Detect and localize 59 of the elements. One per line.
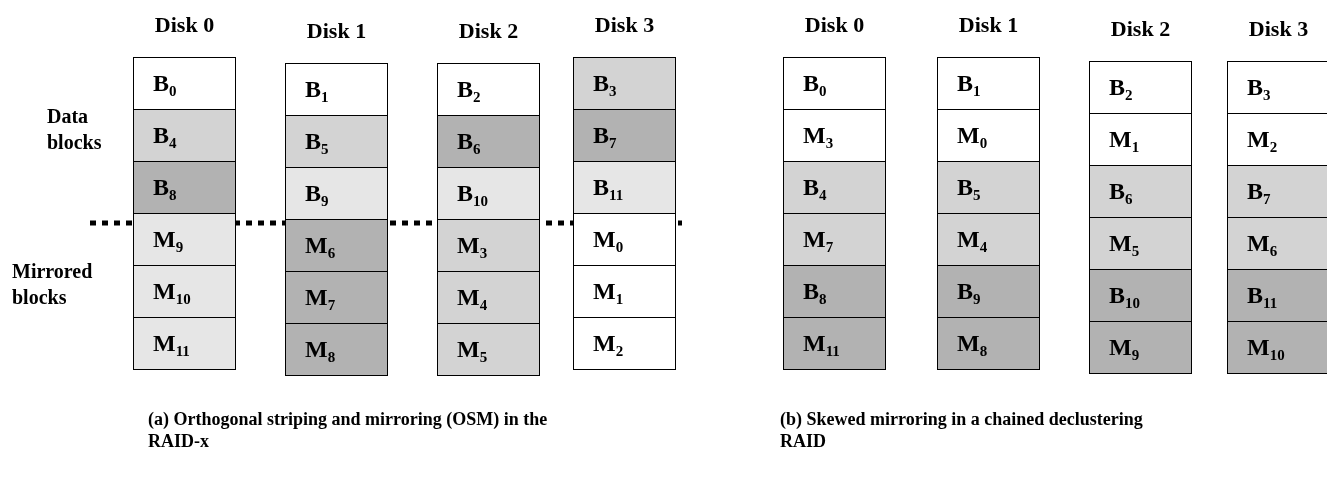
block-cell: B$_{5}$ — [285, 115, 388, 168]
block-cell: M$_{11}$ — [783, 317, 886, 370]
block-cell: B$_{9}$ — [937, 265, 1040, 318]
block-cell: B$_{8}$ — [133, 161, 236, 214]
side-label: Mirrored blocks — [12, 259, 94, 310]
block-cell: B$_{8}$ — [783, 265, 886, 318]
block-cell: B$_{3}$ — [1227, 61, 1327, 114]
block-cell: B$_{7}$ — [1227, 165, 1327, 218]
block-cell: M$_{5}$ — [437, 323, 540, 376]
disk-heading: Disk 2 — [1109, 15, 1172, 43]
block-cell: M$_{6}$ — [285, 219, 388, 272]
block-cell: B$_{11}$ — [573, 161, 676, 214]
block-cell: B$_{4}$ — [783, 161, 886, 214]
block-cell: B$_{0}$ — [783, 57, 886, 110]
caption: (a) Orthogonal striping and mirroring (OSM) in the RAID-x — [148, 408, 549, 452]
block-cell: B$_{1}$ — [937, 57, 1040, 110]
block-cell: B$_{11}$ — [1227, 269, 1327, 322]
disk-heading: Disk 0 — [153, 11, 216, 39]
block-cell: B$_{6}$ — [1089, 165, 1192, 218]
block-cell: B$_{10}$ — [437, 167, 540, 220]
block-cell: M$_{8}$ — [285, 323, 388, 376]
block-cell: M$_{6}$ — [1227, 217, 1327, 270]
block-cell: M$_{9}$ — [133, 213, 236, 266]
block-cell: M$_{9}$ — [1089, 321, 1192, 374]
block-cell: M$_{11}$ — [133, 317, 236, 370]
block-cell: M$_{2}$ — [573, 317, 676, 370]
disk-heading: Disk 2 — [457, 17, 520, 45]
disk-heading: Disk 3 — [593, 11, 656, 39]
block-cell: M$_{8}$ — [937, 317, 1040, 370]
block-cell: M$_{1}$ — [573, 265, 676, 318]
block-cell: B$_{3}$ — [573, 57, 676, 110]
disk-heading: Disk 1 — [957, 11, 1020, 39]
caption: (b) Skewed mirroring in a chained declustering RAID — [780, 408, 1144, 452]
block-cell: B$_{1}$ — [285, 63, 388, 116]
block-cell: B$_{6}$ — [437, 115, 540, 168]
block-cell: B$_{7}$ — [573, 109, 676, 162]
block-cell: M$_{0}$ — [573, 213, 676, 266]
block-cell: M$_{3}$ — [783, 109, 886, 162]
disk-heading: Disk 3 — [1247, 15, 1310, 43]
block-cell: M$_{7}$ — [285, 271, 388, 324]
block-cell: M$_{3}$ — [437, 219, 540, 272]
disk-heading: Disk 1 — [305, 17, 368, 45]
block-cell: B$_{2}$ — [1089, 61, 1192, 114]
block-cell: B$_{2}$ — [437, 63, 540, 116]
block-cell: M$_{4}$ — [437, 271, 540, 324]
block-cell: M$_{10}$ — [133, 265, 236, 318]
block-cell: B$_{5}$ — [937, 161, 1040, 214]
block-cell: M$_{5}$ — [1089, 217, 1192, 270]
block-cell: B$_{10}$ — [1089, 269, 1192, 322]
block-cell: B$_{0}$ — [133, 57, 236, 110]
side-label: Data blocks — [47, 104, 103, 155]
disk-heading: Disk 0 — [803, 11, 866, 39]
block-cell: B$_{4}$ — [133, 109, 236, 162]
block-cell: B$_{9}$ — [285, 167, 388, 220]
block-cell: M$_{10}$ — [1227, 321, 1327, 374]
block-cell: M$_{7}$ — [783, 213, 886, 266]
block-cell: M$_{0}$ — [937, 109, 1040, 162]
block-cell: M$_{1}$ — [1089, 113, 1192, 166]
block-cell: M$_{4}$ — [937, 213, 1040, 266]
